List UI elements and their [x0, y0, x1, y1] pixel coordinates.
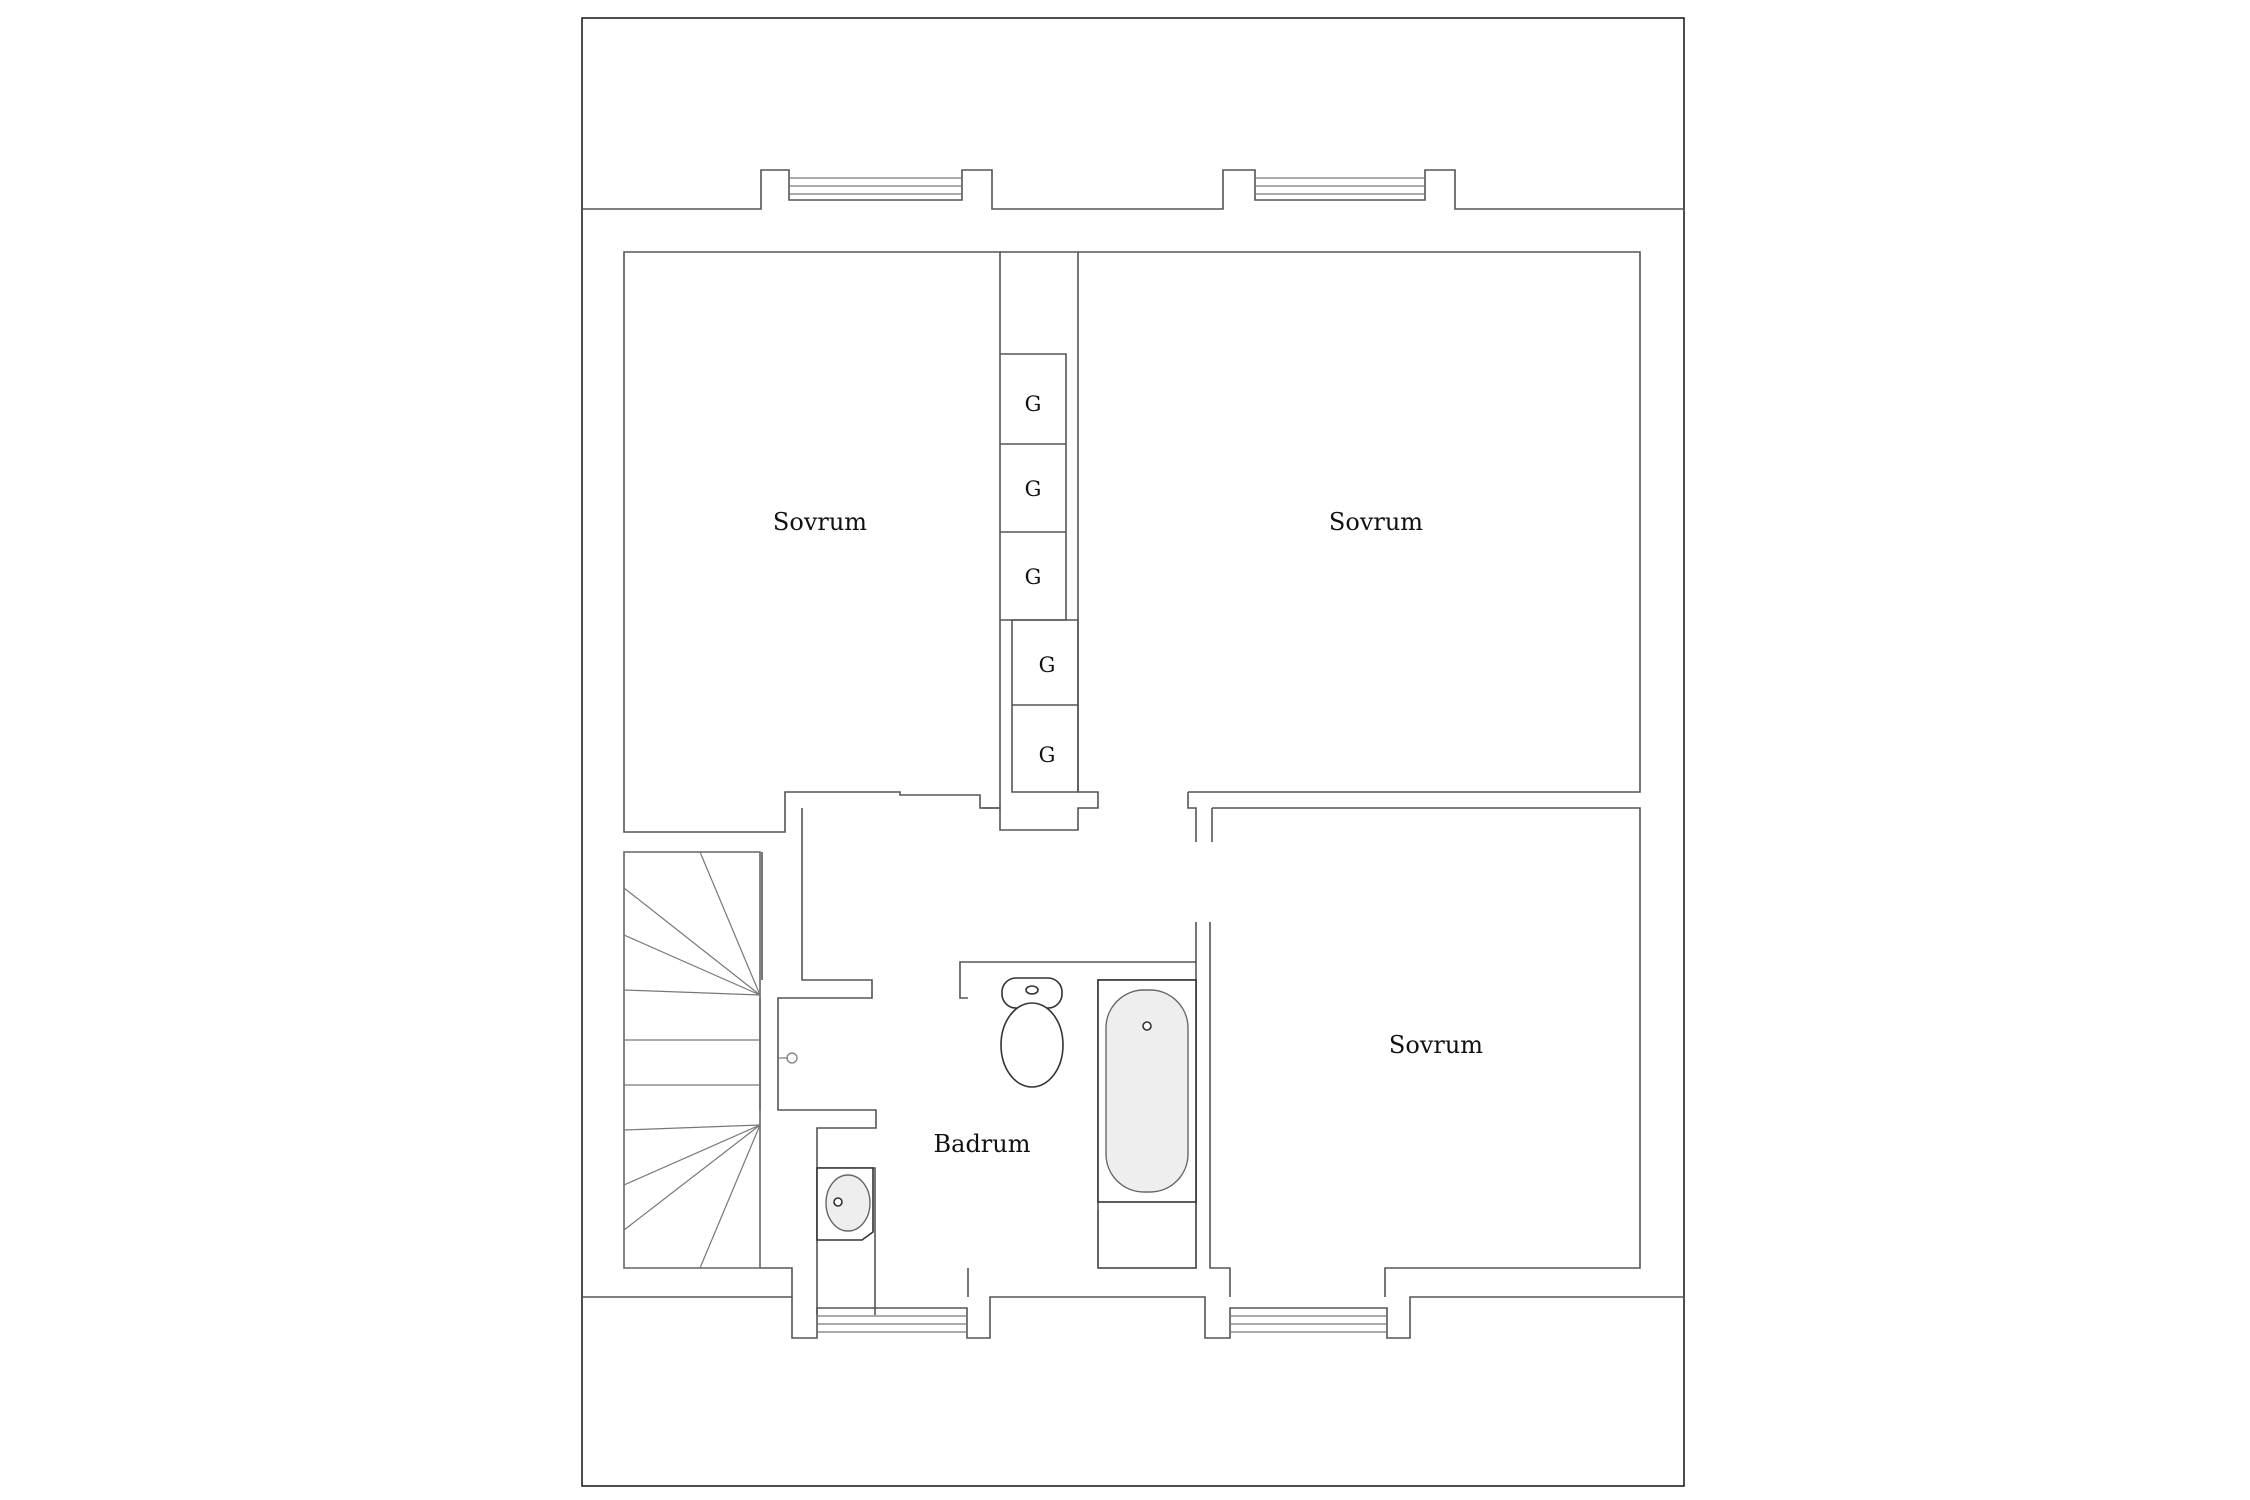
toilet [1000, 977, 1064, 1088]
closet-label: G [1039, 653, 1056, 677]
windows [789, 177, 1425, 1333]
room-label-sovrum-ne: Sovrum [1329, 508, 1423, 536]
room-label-sovrum-nw: Sovrum [773, 508, 867, 536]
closet-label: G [1025, 392, 1042, 416]
closet-label: G [1039, 743, 1056, 767]
room-label-badrum: Badrum [934, 1130, 1031, 1158]
closet-label: G [1025, 477, 1042, 501]
eaves-lines [582, 169, 1684, 1339]
bathtub [1097, 979, 1197, 1203]
room-label-sovrum-se: Sovrum [1389, 1031, 1483, 1059]
staircase [623, 851, 761, 1269]
wall-lamp [778, 1052, 798, 1064]
sink [816, 1167, 874, 1241]
plan-frame [581, 17, 1685, 1487]
closet-label: G [1025, 565, 1042, 589]
